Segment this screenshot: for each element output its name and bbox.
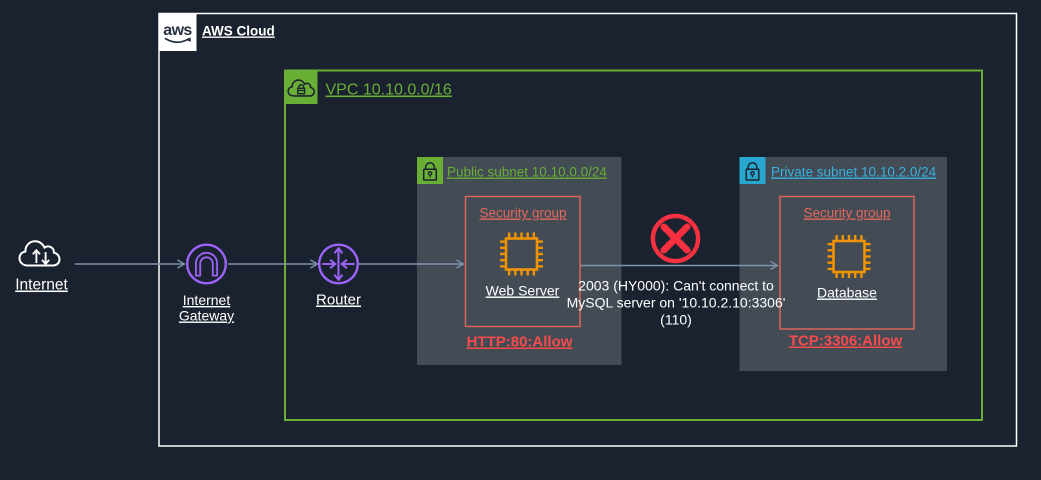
internet-cloud-icon [18,240,61,267]
router-node: Router [316,243,361,309]
private-subnet-lock-icon [739,157,766,184]
public-subnet-lock-icon [417,157,443,184]
web-server-instance-icon [500,232,543,276]
aws-logo-icon: aws [159,13,197,51]
web-security-group-label: Security group [479,206,566,221]
web-security-group-border [464,195,581,328]
arrow-igw-to-router [228,259,319,269]
aws-cloud-container: aws AWS Cloud [158,12,1018,447]
web-server-label: Web Server [486,283,560,299]
public-subnet-box [417,157,622,365]
database-instance-icon [827,235,871,278]
internet-gateway-icon [186,243,227,285]
tcp-allow-rule-label: TCP:3306:Allow [789,333,903,350]
db-security-group: Security group Database [779,195,915,330]
router-label: Router [316,292,361,309]
aws-cloud-label: AWS Cloud [202,24,275,39]
arrow-router-to-web [359,259,465,269]
aws-logo-smile-arrow [186,37,191,42]
db-security-group-label: Security group [803,206,890,221]
internet-label: Internet [15,277,68,294]
aws-logo-smile [164,37,190,44]
http-allow-rule-label: HTTP:80:Allow [467,334,573,351]
internet-node: Internet [15,240,68,294]
arrow-internet-to-igw [75,259,186,269]
public-subnet: Public subnet 10.10.0.0/24 Security grou… [417,157,622,365]
aws-logo-text: aws [163,22,192,39]
arrow-web-to-db [580,260,779,271]
internet-gateway-label-line2: Gateway [179,308,234,324]
router-icon [318,243,359,285]
connection-error: 2003 (HY000): Can't connect to MySQL ser… [567,213,786,328]
private-subnet-label: Private subnet 10.10.2.0/24 [771,165,937,180]
web-security-group: Security group Web Server [464,195,581,328]
error-message-line1: 2003 (HY000): Can't connect to [578,278,774,294]
error-message-line3: (110) [660,312,692,328]
database-label: Database [817,285,877,301]
db-security-group-border [779,195,915,330]
vpc-lock-glyph [297,84,306,95]
public-subnet-label: Public subnet 10.10.0.0/24 [447,165,607,180]
vpc-icon [285,70,318,104]
internet-gateway-node: Internet Gateway [179,243,234,324]
error-message-line2: MySQL server on '10.10.2.10:3306' [567,295,786,311]
vpc-label: VPC 10.10.0.0/16 [326,82,452,99]
vpc-container: VPC 10.10.0.0/16 [284,69,983,421]
flow-arrows [75,259,779,271]
vpc-border [284,69,983,421]
aws-cloud-border [158,12,1018,447]
internet-gateway-label-line1: Internet [183,292,231,308]
error-x-icon [650,213,701,264]
private-subnet: Private subnet 10.10.2.0/24 Security gro… [739,157,947,371]
